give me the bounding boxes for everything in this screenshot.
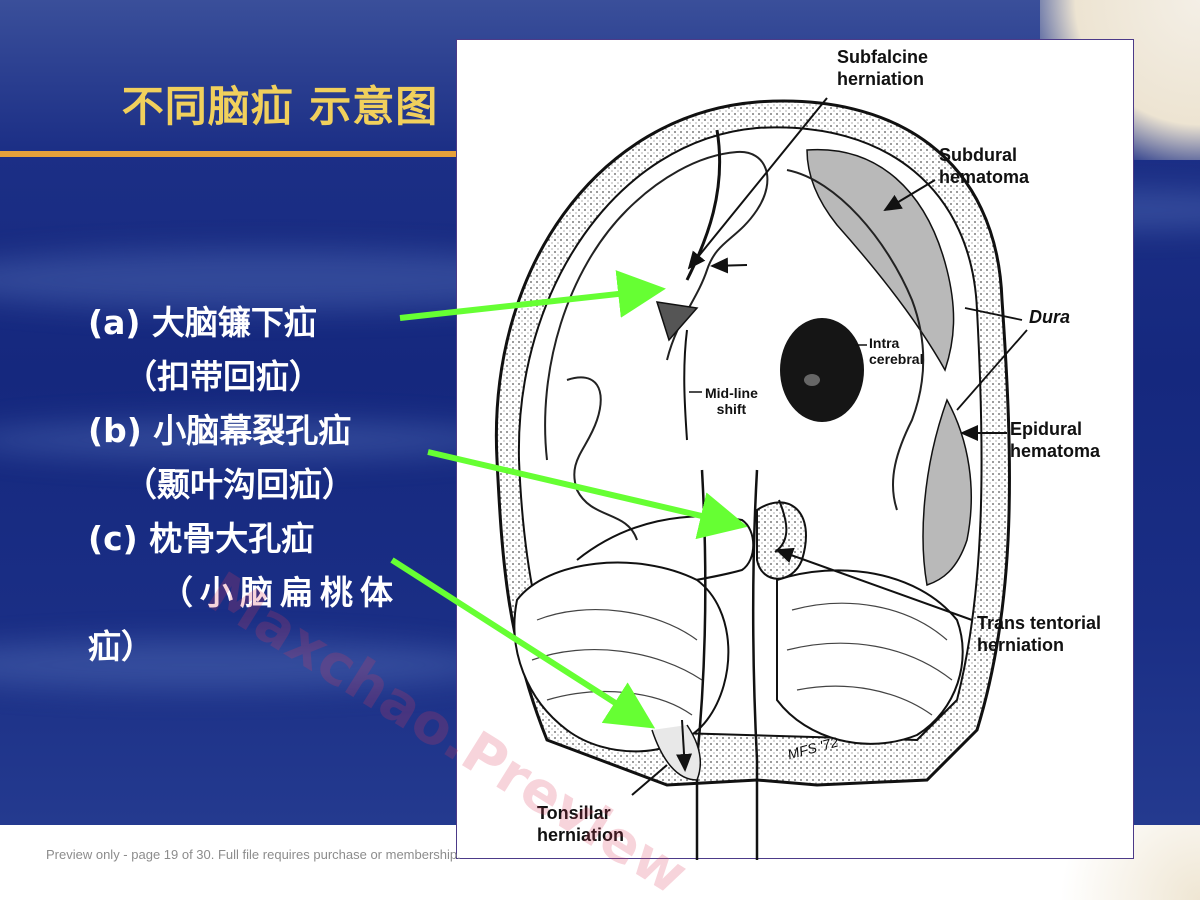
list-item-a: (a) 大脑镰下疝 xyxy=(88,303,317,342)
label-intra-cerebral: Intra cerebral xyxy=(869,335,924,367)
label-trans-tentorial-herniation: Trans tentorial herniation xyxy=(977,613,1102,655)
label-subdural-hematoma: Subdural hematoma xyxy=(939,145,1030,187)
label-epidural-hematoma: Epidural hematoma xyxy=(1010,419,1101,461)
label-tonsillar-herniation: Tonsillar herniation xyxy=(537,803,625,845)
herniation-list: (a) 大脑镰下疝 （扣带回疝） (b) 小脑幕裂孔疝 （颞叶沟回疝） (c) … xyxy=(88,296,460,674)
label-midline-shift: Mid-line shift xyxy=(705,385,758,417)
label-dura: Dura xyxy=(1029,307,1071,327)
list-item-a-note: （扣带回疝） xyxy=(124,357,322,396)
slide-title: 不同脑疝 示意图 xyxy=(121,82,439,131)
brain-herniation-figure: Subfalcine herniation Subdural hematoma … xyxy=(456,39,1134,860)
footer-note: Preview only - page 19 of 30. Full file … xyxy=(46,847,461,862)
title-underline xyxy=(0,151,460,157)
list-item-c: (c) 枕骨大孔疝 xyxy=(88,519,315,558)
list-item-b-note: （颞叶沟回疝） xyxy=(124,465,355,504)
label-subfalcine-herniation: Subfalcine herniation xyxy=(837,47,929,89)
list-item-c-note: （小脑扁桃体 xyxy=(160,573,400,612)
list-item-b: (b) 小脑幕裂孔疝 xyxy=(88,411,352,450)
list-item-c-note-end: 疝） xyxy=(88,627,154,666)
